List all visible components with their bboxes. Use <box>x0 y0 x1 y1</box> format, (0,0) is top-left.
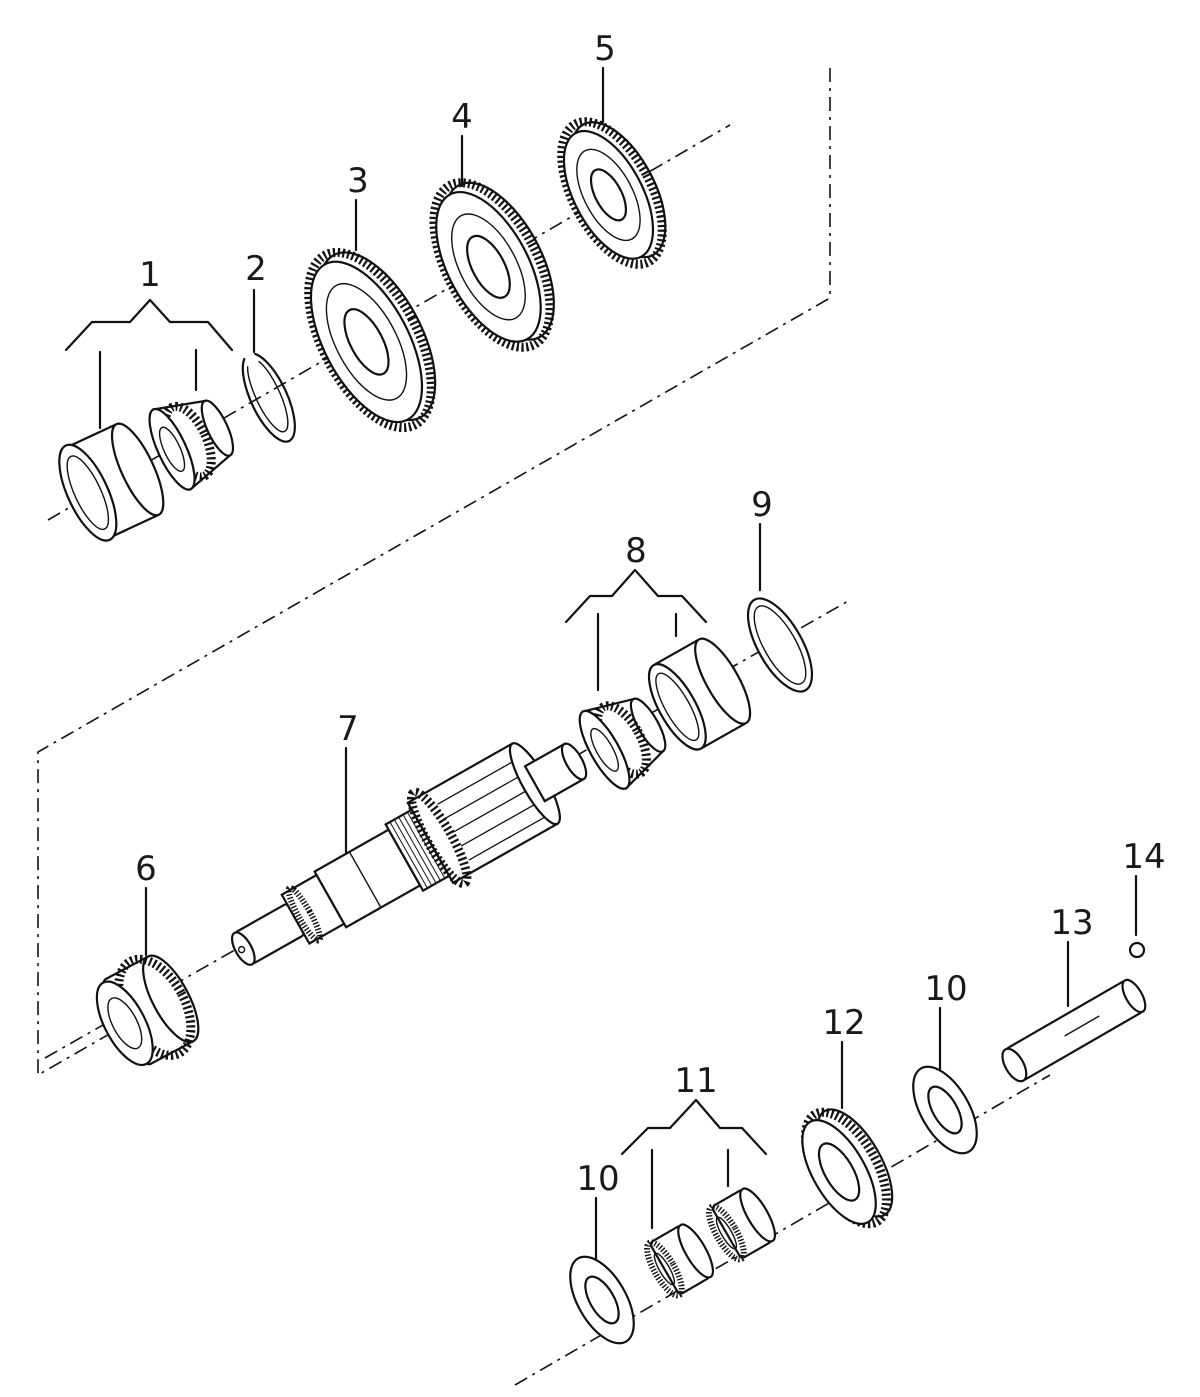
callout-8: 8 <box>625 531 647 571</box>
callout-7: 7 <box>337 709 359 749</box>
callout-10-left: 10 <box>576 1159 619 1199</box>
callout-13: 13 <box>1050 903 1093 943</box>
gear-part-3 <box>304 247 437 433</box>
tapered-bearing-cone-part-8 <box>578 697 667 790</box>
gear-part-6 <box>95 954 200 1067</box>
bearing-outer-race-part-8 <box>647 637 752 751</box>
callout-10-right: 10 <box>924 969 967 1009</box>
o-ring-part-14 <box>1128 941 1146 959</box>
callout-3: 3 <box>347 161 369 201</box>
bearing-outer-race-part-1 <box>58 422 165 542</box>
callout-14: 14 <box>1122 837 1165 877</box>
main-shaft-part-7 <box>230 742 588 966</box>
idler-pin-part-13 <box>1001 978 1147 1083</box>
thrust-washer-part-10-right <box>912 1065 978 1155</box>
shim-ring-part-9 <box>746 597 814 693</box>
needle-bearing-part-11-a <box>644 1223 715 1299</box>
needle-bearing-part-11-b <box>706 1187 777 1263</box>
thrust-washer-part-10-left <box>569 1255 635 1345</box>
callout-5: 5 <box>594 29 616 69</box>
callout-12: 12 <box>822 1003 865 1043</box>
gear-part-4 <box>429 178 555 352</box>
subassembly-boundary <box>37 68 831 1077</box>
callout-9: 9 <box>751 485 773 525</box>
callout-1: 1 <box>139 255 161 295</box>
circlip-part-2 <box>241 352 296 443</box>
callout-6: 6 <box>135 849 157 889</box>
callout-11: 11 <box>674 1061 717 1101</box>
idler-gear-part-12 <box>801 1107 894 1229</box>
callout-4: 4 <box>451 97 473 137</box>
callout-2: 2 <box>245 249 267 289</box>
tapered-bearing-cone-part-1 <box>148 399 235 491</box>
leader-lines <box>64 66 1138 1262</box>
gear-part-5 <box>557 117 667 269</box>
